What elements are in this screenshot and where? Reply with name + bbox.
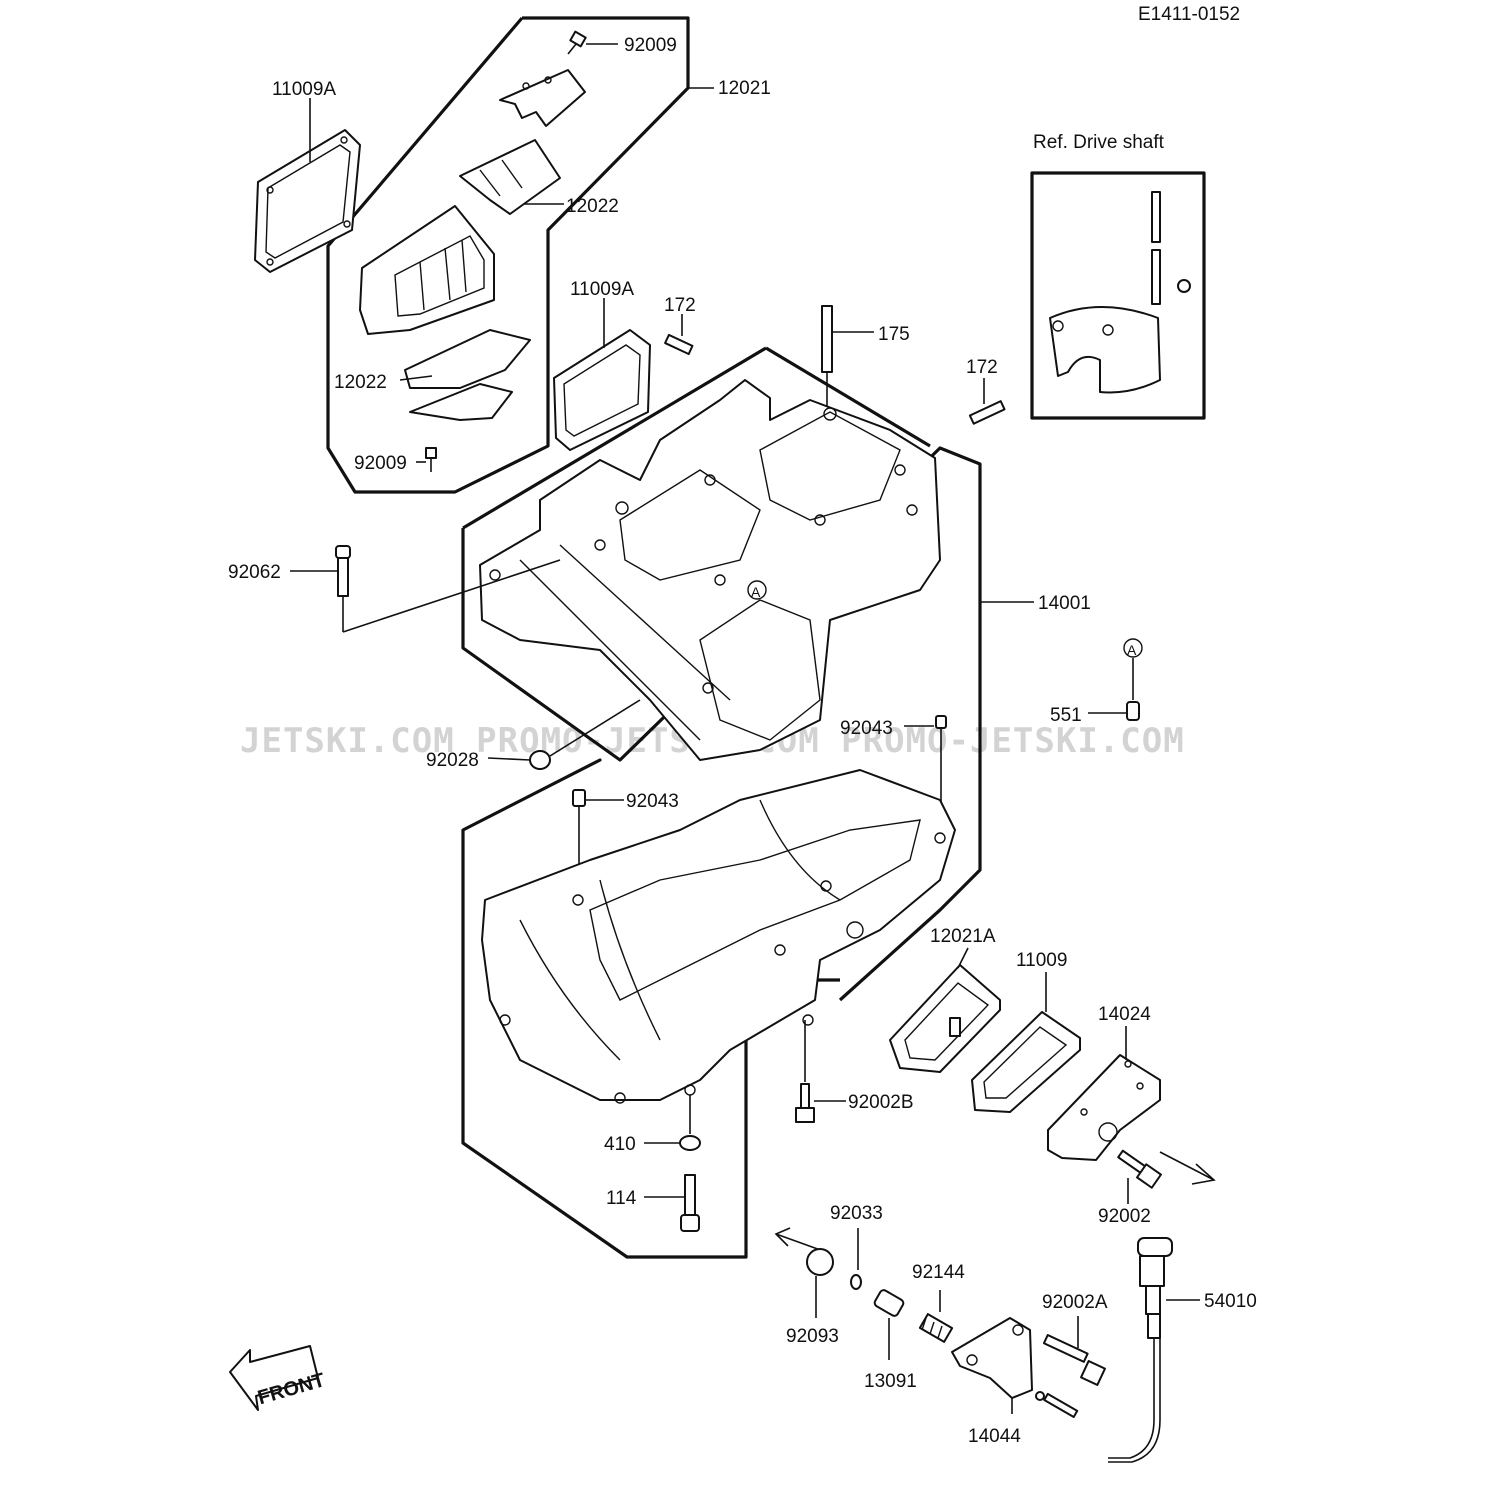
label-92002a: 92002A	[1042, 1292, 1108, 1313]
dowel-92062	[335, 545, 561, 633]
label-92062: 92062	[228, 562, 281, 583]
label-410: 410	[604, 1134, 636, 1155]
front-direction-arrow: FRONT	[229, 1345, 328, 1411]
circle-marker-a-crankcase: A	[747, 580, 767, 600]
drive-shaft-bearing-housing	[1049, 191, 1191, 394]
label-92028: 92028	[426, 750, 479, 771]
bolt-92002b	[795, 1020, 815, 1123]
label-11009a-mid: 11009A	[570, 279, 634, 300]
label-92009-top: 92009	[624, 35, 677, 56]
washer-410	[679, 1095, 701, 1151]
cable-tip	[1035, 1391, 1079, 1418]
label-92043-lower: 92043	[626, 791, 679, 812]
drive-shaft-ref-title: Ref. Drive shaft	[1033, 132, 1165, 153]
gasket-11009a-left	[254, 129, 361, 273]
svg-text:A: A	[1127, 642, 1137, 658]
cover-14024	[1047, 1054, 1161, 1161]
diagram-code: E1411-0152	[1138, 4, 1240, 25]
crankcase-14001-boundary-top	[462, 346, 767, 530]
spring-92144	[918, 1290, 954, 1343]
reed-stopper-plate	[499, 69, 586, 127]
label-92002: 92002	[1098, 1206, 1151, 1227]
washer-92033	[850, 1228, 862, 1290]
label-92002b: 92002B	[848, 1092, 914, 1113]
gasket-11009	[971, 1011, 1081, 1113]
svg-text:A: A	[751, 584, 761, 600]
gasket-11009a-mid	[553, 329, 651, 451]
label-92033: 92033	[830, 1203, 883, 1224]
label-54010: 54010	[1204, 1291, 1257, 1312]
bolt-114	[680, 1174, 700, 1232]
label-11009a-left: 11009A	[272, 79, 336, 100]
reed-petal-upper	[459, 139, 561, 215]
label-92009-bottom: 92009	[354, 453, 407, 474]
stud-172-left	[664, 333, 694, 356]
leader-lines	[290, 43, 1129, 1204]
drive-shaft-ref-box	[1030, 171, 1206, 420]
label-12022-left: 12022	[334, 372, 387, 393]
bolt-92002a	[1042, 1316, 1106, 1386]
housing-14044	[951, 1317, 1033, 1414]
label-92144: 92144	[912, 1262, 965, 1283]
label-175: 175	[878, 324, 910, 345]
label-12022-right: 12022	[566, 196, 619, 217]
label-172-right: 172	[966, 357, 998, 378]
upper-crankcase-half	[479, 379, 941, 761]
pin-551: A	[1123, 638, 1143, 721]
bolt-92002	[1117, 1149, 1162, 1189]
cable-54010	[1108, 1237, 1200, 1463]
stud-172-right	[968, 400, 1006, 425]
label-11009: 11009	[1016, 950, 1067, 971]
screw-92009-top	[567, 30, 587, 55]
label-92043-upper: 92043	[840, 718, 893, 739]
crankcase-14001-boundary-top-right	[765, 346, 931, 448]
label-114: 114	[606, 1188, 637, 1209]
screw-92009-bottom	[425, 447, 437, 472]
reed-valve-group-boundary	[326, 16, 690, 494]
label-12021a: 12021A	[930, 926, 996, 947]
label-92093: 92093	[786, 1326, 839, 1347]
label-13091: 13091	[864, 1371, 917, 1392]
gasket-12021a	[889, 964, 1001, 1073]
label-172-left: 172	[664, 295, 696, 316]
stud-175	[821, 305, 833, 410]
part-number-labels: 92009 12021 11009A 12022 11009A 172 175 …	[228, 35, 1257, 1447]
plug-92093	[806, 1248, 834, 1318]
label-12021: 12021	[718, 78, 771, 99]
bush-92028	[529, 699, 641, 770]
reed-petal-lower	[404, 329, 531, 421]
label-14001: 14001	[1038, 593, 1091, 614]
direction-arrow-right	[1159, 1151, 1216, 1185]
label-14024: 14024	[1098, 1004, 1151, 1025]
crankcase-14001-boundary	[461, 446, 982, 1002]
lower-crankcase-half	[481, 769, 956, 1104]
plunger-13091	[873, 1289, 905, 1360]
label-14044: 14044	[968, 1426, 1021, 1447]
label-551: 551	[1050, 705, 1082, 726]
reed-valve-block	[359, 205, 495, 335]
